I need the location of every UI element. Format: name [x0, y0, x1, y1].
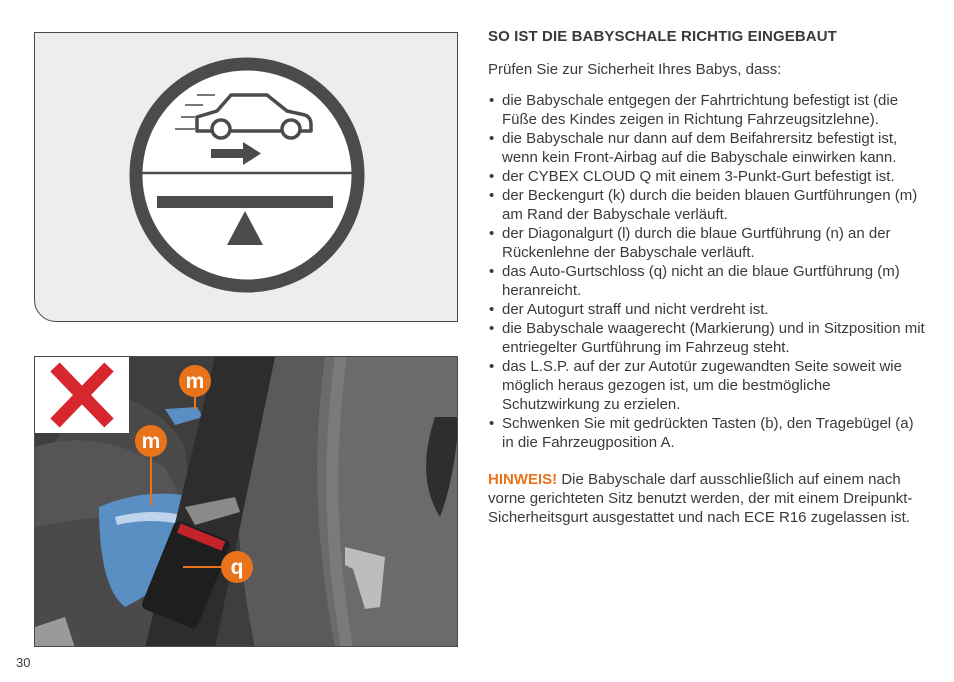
list-item: der Beckengurt (k) durch die beiden blau…	[488, 186, 928, 224]
list-item: Schwenken Sie mit gedrückten Tasten (b),…	[488, 414, 928, 452]
list-item: die Babyschale nur dann auf dem Beifahre…	[488, 129, 928, 167]
arrow-right-icon	[211, 142, 261, 165]
page-number: 30	[16, 655, 31, 670]
instructions-column: SO IST DIE BABYSCHALE RICHTIG EINGEBAUT …	[488, 27, 928, 527]
cross-icon	[50, 362, 114, 428]
intro-text: Prüfen Sie zur Sicherheit Ihres Babys, d…	[488, 61, 782, 78]
list-item: der CYBEX CLOUD Q mit einem 3-Punkt-Gurt…	[488, 167, 928, 186]
checklist: die Babyschale entgegen der Fahrtrichtun…	[488, 91, 928, 452]
note-label: HINWEIS!	[488, 471, 558, 488]
car-icon	[195, 93, 313, 140]
svg-text:q: q	[231, 556, 244, 579]
note-paragraph: HINWEIS! Die Babyschale darf ausschließl…	[488, 470, 928, 527]
label-guide-left: m	[135, 425, 167, 457]
list-item: der Diagonalgurt (l) durch die blaue Gur…	[488, 224, 928, 262]
label-buckle: q	[221, 551, 253, 583]
list-item: die Babyschale entgegen der Fahrtrichtun…	[488, 91, 928, 129]
list-item: der Autogurt straff und nicht verdreht i…	[488, 300, 928, 319]
list-item: das L.S.P. auf der zur Autotür zugewandt…	[488, 357, 928, 414]
list-item: das Auto-Gurtschloss (q) nicht an die bl…	[488, 262, 928, 300]
svg-text:m: m	[186, 370, 205, 393]
level-indicator-panel	[34, 32, 458, 322]
list-item: die Babyschale waagerecht (Markierung) u…	[488, 319, 928, 357]
label-guide-top: m	[179, 365, 211, 397]
installation-photo-wrong: m m q	[34, 356, 458, 647]
note-text: Die Babyschale darf ausschließlich auf e…	[488, 471, 913, 526]
section-title: SO IST DIE BABYSCHALE RICHTIG EINGEBAUT	[488, 28, 837, 45]
level-indicator-icon	[129, 57, 365, 293]
svg-text:m: m	[142, 430, 161, 453]
